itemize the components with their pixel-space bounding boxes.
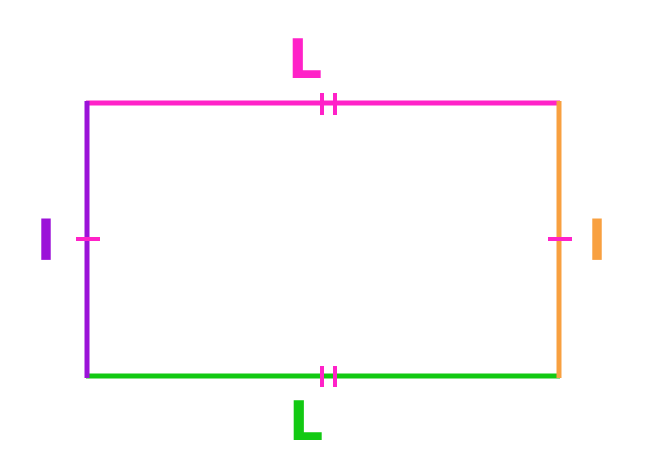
left-side-label: l (37, 210, 56, 273)
bottom-side-label: L (289, 390, 323, 453)
right-side-label: l (588, 210, 607, 273)
top-side-label: L (288, 28, 322, 91)
